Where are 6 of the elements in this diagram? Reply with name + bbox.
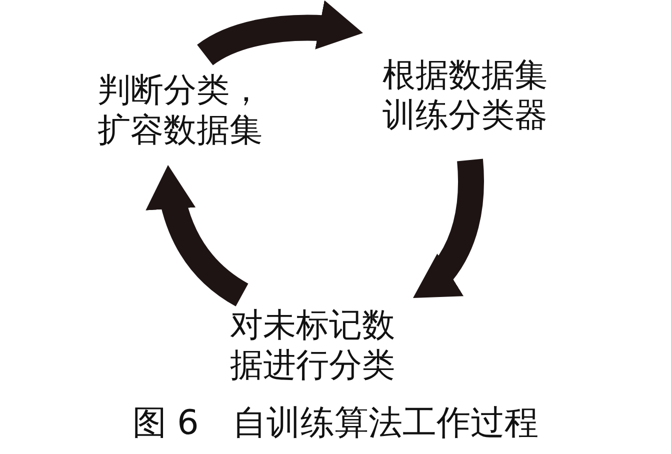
step-label: 根据数据集训练分类器 bbox=[365, 30, 565, 160]
curved-arrow bbox=[147, 164, 249, 306]
figure-caption: 图 6 自训练算法工作过程 bbox=[132, 402, 539, 445]
step-label: 对未标记数据进行分类 bbox=[210, 295, 415, 395]
curved-arrow bbox=[198, 1, 366, 66]
step-label: 判断分类，扩容数据集 bbox=[80, 55, 280, 165]
